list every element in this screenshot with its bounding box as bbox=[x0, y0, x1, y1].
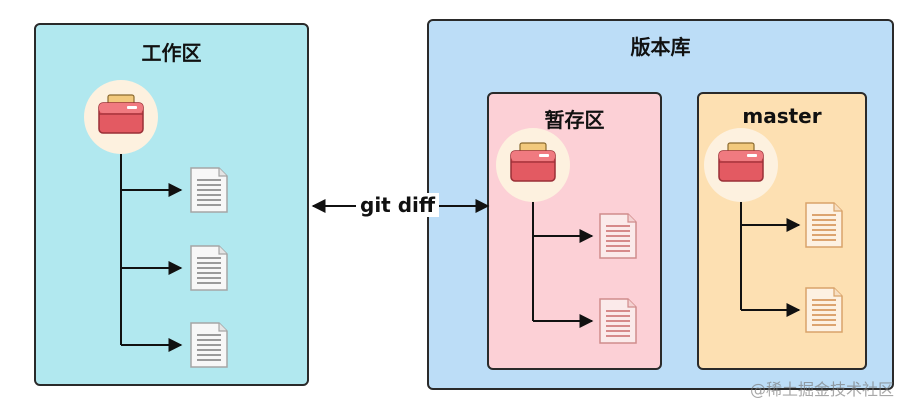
workspace-title: 工作区 bbox=[141, 41, 202, 65]
workspace-cabinet-icon bbox=[83, 79, 159, 155]
workspace-tree bbox=[120, 150, 183, 352]
staging-tree bbox=[532, 190, 594, 328]
master-file-2-document-icon bbox=[805, 287, 843, 333]
watermark: @稀土掘金技术社区 bbox=[750, 380, 895, 399]
workspace-file-2-document-icon bbox=[190, 245, 228, 291]
staging-file-2-document-icon bbox=[599, 298, 637, 344]
git-diff-label: git diff bbox=[356, 193, 440, 217]
workspace-file-3-document-icon bbox=[190, 322, 228, 368]
staging-title: 暂存区 bbox=[544, 108, 605, 132]
workspace-file-1-document-icon bbox=[190, 167, 228, 213]
master-title: master bbox=[742, 104, 822, 128]
staging-cabinet-icon bbox=[495, 127, 571, 203]
master-file-1-document-icon bbox=[805, 202, 843, 248]
master-cabinet-icon bbox=[703, 127, 779, 203]
workspace-box bbox=[34, 23, 309, 386]
repository-title: 版本库 bbox=[630, 35, 691, 59]
master-tree bbox=[740, 190, 801, 317]
staging-file-1-document-icon bbox=[599, 213, 637, 259]
